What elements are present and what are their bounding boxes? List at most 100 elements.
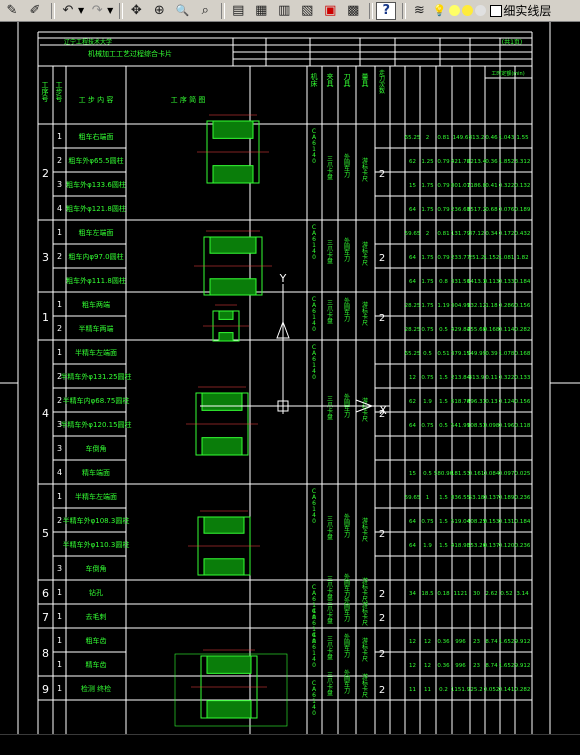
step-number: 1 [57, 348, 62, 357]
school-name: 辽宁工程技术大学 [64, 38, 112, 46]
step-number: 1 [57, 132, 62, 141]
card-title: 机械加工工艺过程综合卡片 [88, 49, 172, 58]
param-value: 0.168 [515, 351, 531, 357]
step-content: 去毛刺 [86, 612, 107, 621]
header-machine: 机床 [311, 72, 318, 88]
cut-count: 2 [379, 313, 385, 324]
layer-color-swatch[interactable] [490, 4, 503, 17]
redo-icon[interactable]: ↷ [91, 3, 103, 18]
param-value: 2213.4 [467, 159, 487, 165]
process-number: 4 [42, 407, 49, 420]
gauge-label: 游标卡尺 [362, 637, 368, 663]
drawing-canvas[interactable]: 辽宁工程技术大学机械加工工艺过程综合卡片(共1页)工序号工步号工 步 内 容工 … [0, 22, 580, 734]
param-value: 64 [409, 279, 416, 285]
param-value: 18.5 [421, 591, 434, 597]
sketch-process-2-hatch [212, 120, 254, 139]
param-value: 8.74 [485, 639, 498, 645]
param-value: 0.131 [499, 519, 515, 525]
param-value: 1.19 [437, 303, 450, 309]
param-value: 0.168 [484, 327, 500, 333]
step-content: 检测 终检 [81, 684, 111, 693]
tool-palette-icon[interactable]: ▥ [278, 3, 291, 18]
step-number: 4 [57, 204, 62, 213]
step-content: 粗车齿 [86, 636, 107, 645]
param-value: 0.81 [437, 135, 449, 141]
param-value: 1.043 [499, 135, 515, 141]
param-value: 11 [409, 687, 416, 693]
param-value: 0.156 [515, 399, 531, 405]
param-value: 408.25 [467, 519, 487, 525]
param-value: 0.133 [515, 375, 531, 381]
undo-dropdown-icon[interactable]: ▼ [78, 6, 85, 15]
step-content: 粗车外φ111.8圆柱 [66, 276, 126, 285]
param-value: 541.99 [451, 423, 471, 429]
header-tool: 刀具 [344, 73, 351, 88]
sketch-process-4-hatch [201, 437, 243, 456]
layer-lock-icon[interactable] [475, 5, 487, 16]
param-value: 64 [409, 255, 416, 261]
param-value: 0.025 [515, 471, 531, 477]
gauge-label: 游标卡尺 [362, 601, 368, 627]
properties-icon[interactable]: ▤ [232, 3, 245, 18]
process-number: 3 [42, 251, 49, 264]
param-value: 0.11 [485, 375, 497, 381]
redo-dropdown-icon[interactable]: ▼ [107, 6, 114, 15]
layer-name[interactable]: 细实线层 [503, 4, 552, 18]
zoom-in-icon[interactable]: ⊕ [153, 3, 165, 18]
bulb-icon[interactable]: 💡 [432, 4, 447, 17]
highlighter-icon[interactable]: ✐ [29, 3, 41, 18]
header-cut-count: 走刀次数 [379, 69, 385, 95]
tool-label: 外圆车刀 [344, 237, 350, 263]
param-value: 15 [409, 183, 416, 189]
param-value: 8.74 [485, 663, 498, 669]
sketch-process-3-hatch [209, 278, 257, 296]
param-value: 2 [426, 135, 430, 141]
gauge-label: 游标卡尺 [362, 301, 368, 327]
help-icon[interactable]: ? [376, 1, 397, 20]
step-content: 半精车左端面 [75, 492, 117, 501]
step-number: 3 [57, 420, 62, 429]
param-value: 30 [473, 591, 480, 597]
param-value: 233.77 [451, 255, 471, 261]
param-value: 3.14 [516, 591, 529, 597]
cut-count: 2 [379, 613, 385, 624]
param-value: 0.41 [485, 183, 497, 189]
param-value: 0.132 [515, 183, 531, 189]
tool-label: 外圆车刀 [344, 669, 350, 695]
tool-label: 外圆车刀 [344, 153, 350, 179]
design-center-icon[interactable]: ▦ [255, 3, 268, 18]
layers-icon[interactable]: ≋ [413, 3, 425, 18]
zoom-previous-icon[interactable]: ⌕ [201, 3, 209, 18]
sheet-set-icon[interactable]: ▧ [301, 3, 314, 18]
undo-icon[interactable]: ↶ [62, 3, 74, 18]
sketch-process-5-hatch [203, 516, 245, 534]
param-value: 580.96 [434, 471, 454, 477]
param-value: 0.39 [485, 351, 498, 357]
param-value: 25.2 [470, 687, 482, 693]
markup-icon[interactable]: ▣ [324, 3, 337, 18]
toolbar-separator [369, 2, 374, 19]
step-number: 3 [57, 180, 62, 189]
pencil-icon[interactable]: ✎ [6, 3, 18, 18]
ucs-y-label: Y [279, 272, 287, 285]
step-number: 2 [57, 372, 62, 381]
step-content: 车倒角 [86, 444, 107, 453]
header-step-no: 工步号 [56, 81, 63, 103]
param-value: 64 [409, 207, 416, 213]
layer-freeze-icon[interactable] [462, 5, 474, 16]
param-value: 1.5 [439, 375, 448, 381]
step-content: 粗车外φ121.8圆柱 [66, 204, 126, 213]
step-number: 1 [57, 492, 62, 501]
param-value: 1.9 [423, 543, 432, 549]
pan-icon[interactable]: ✥ [130, 3, 142, 18]
param-value: 0.286 [499, 303, 515, 309]
zoom-window-icon[interactable]: 🔍 [175, 4, 190, 17]
param-value: 12 [409, 663, 416, 669]
param-value: 0.184 [515, 279, 531, 285]
toolbar-separator [119, 2, 124, 19]
param-value: 53.18 [469, 495, 485, 501]
calculator-icon[interactable]: ▩ [347, 3, 360, 18]
layer-on-icon[interactable] [449, 5, 461, 16]
param-value: 0.79 [437, 207, 450, 213]
